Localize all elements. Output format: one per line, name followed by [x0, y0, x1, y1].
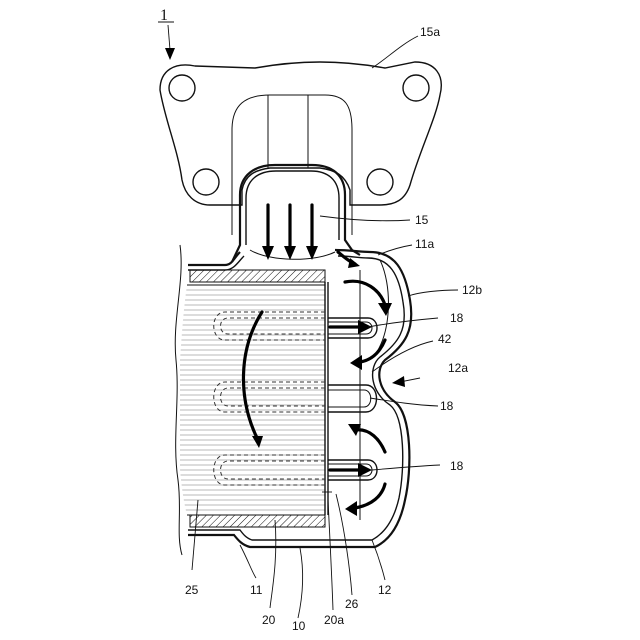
label-42: 42	[438, 332, 452, 346]
flange	[160, 62, 441, 235]
label-25: 25	[185, 583, 199, 597]
label-11: 11	[250, 583, 263, 597]
return-fins	[328, 318, 377, 480]
bolt-hole-top-left	[169, 75, 195, 101]
label-12a: 12a	[448, 361, 468, 375]
label-20a: 20a	[324, 613, 344, 627]
label-15a: 15a	[420, 25, 440, 39]
leader-lines	[165, 25, 458, 618]
bolt-hole-bottom-left	[193, 169, 219, 195]
label-12: 12	[378, 583, 392, 597]
flow-arrows	[243, 205, 420, 516]
label-12b: 12b	[462, 283, 482, 297]
bolt-hole-bottom-right	[367, 169, 393, 195]
bolt-hole-top-right	[403, 75, 429, 101]
inlet-pipe	[232, 165, 360, 262]
label-20: 20	[262, 613, 276, 627]
label-10: 10	[292, 619, 306, 633]
label-11a: 11a	[415, 237, 434, 251]
label-1: 1	[160, 7, 168, 24]
label-18-mid: 18	[440, 399, 454, 413]
label-26: 26	[345, 597, 359, 611]
dashed-passages	[214, 312, 325, 485]
label-18-top: 18	[450, 311, 464, 325]
label-15: 15	[415, 213, 429, 227]
label-18-bot: 18	[450, 459, 464, 473]
mat	[190, 270, 328, 527]
